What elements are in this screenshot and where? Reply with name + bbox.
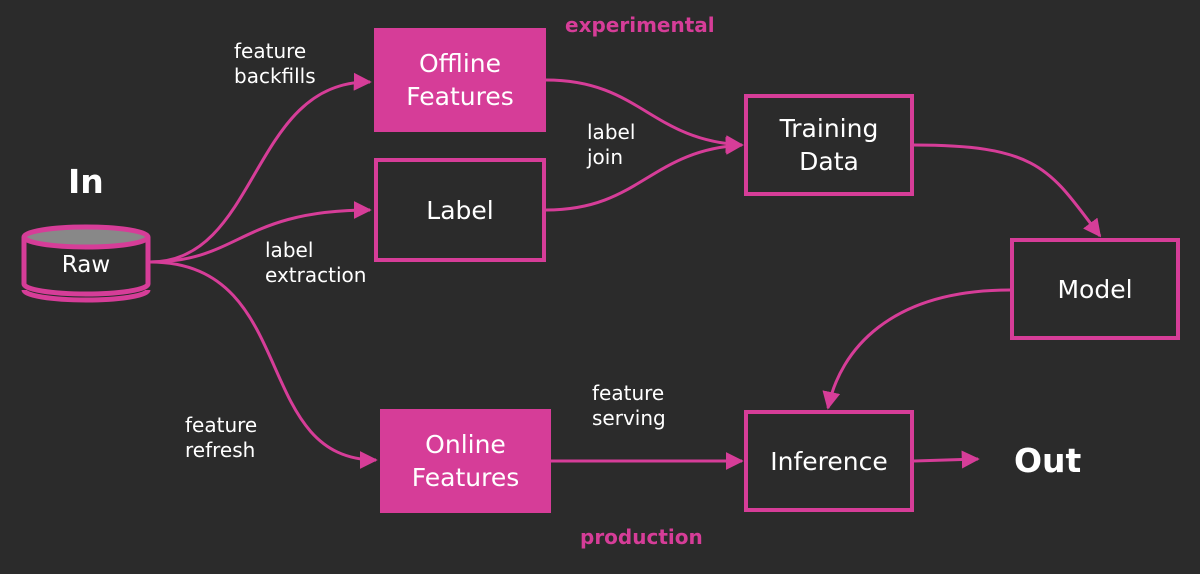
offline-features-label: Offline Features xyxy=(406,49,514,111)
in-heading: In xyxy=(68,162,104,201)
inference-label: Inference xyxy=(770,446,888,476)
label-extraction-label: label extraction xyxy=(265,238,367,287)
training-data-label: Training Data xyxy=(779,114,879,176)
label-node: Label xyxy=(374,158,546,262)
raw-label: Raw xyxy=(61,252,111,278)
edge-label-to-training-data xyxy=(545,136,744,212)
online-features-node: Online Features xyxy=(380,409,551,513)
out-heading: Out xyxy=(1014,441,1082,480)
edge-training-data-to-model xyxy=(913,143,1102,238)
model-node: Model xyxy=(1010,238,1180,340)
edge-raw-to-offline-features xyxy=(149,72,372,264)
edge-inference-to-out xyxy=(913,450,980,469)
production-tag: production xyxy=(580,525,703,549)
edge-model-to-inference xyxy=(822,288,1011,410)
edge-raw-to-online-features xyxy=(149,260,378,469)
feature-refresh-label: feature refresh xyxy=(185,413,258,462)
training-data-node: Training Data xyxy=(744,94,914,196)
raw-database-icon xyxy=(21,224,151,303)
online-features-label: Online Features xyxy=(411,430,520,492)
experimental-tag: experimental xyxy=(565,13,715,37)
feature-backfills-label: feature backfills xyxy=(234,39,316,88)
feature-serving-label: feature serving xyxy=(592,381,666,430)
edge-offline-features-to-training-data xyxy=(545,78,744,154)
edge-raw-to-label xyxy=(149,201,372,264)
offline-features-node: Offline Features xyxy=(374,28,546,132)
label-node-label: Label xyxy=(426,195,494,225)
label-join-label: label join xyxy=(587,120,636,169)
model-label: Model xyxy=(1057,274,1133,304)
inference-node: Inference xyxy=(744,410,914,512)
